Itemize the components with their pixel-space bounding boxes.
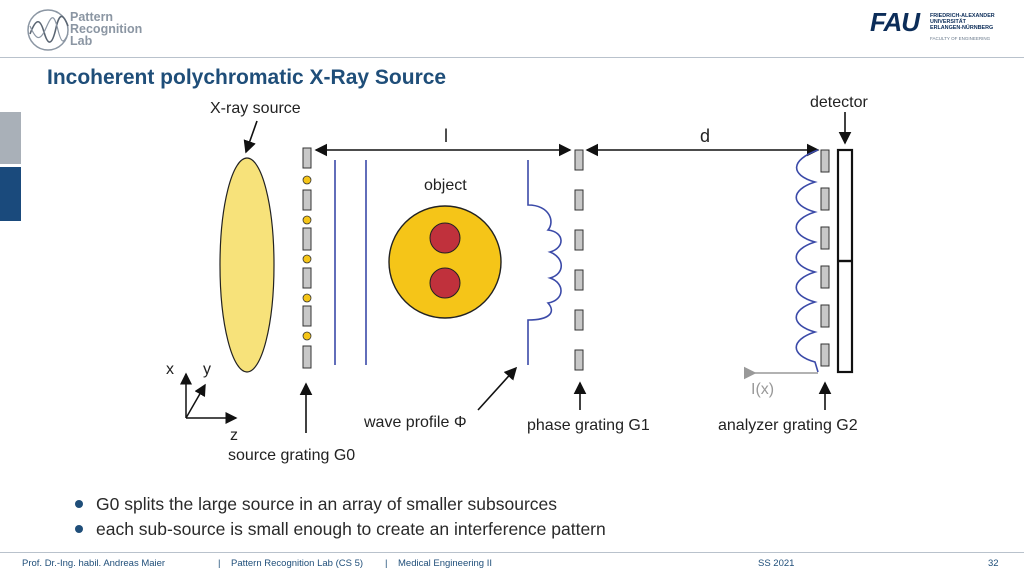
label-wave-profile: wave profile Φ [363, 414, 467, 431]
label-phase-grating: phase grating G1 [527, 417, 650, 434]
object-inclusion-bottom [429, 267, 461, 299]
label-intensity: I(x) [751, 381, 774, 398]
arrow-wave-profile [477, 366, 518, 411]
footer-semester: SS 2021 [758, 558, 795, 569]
interference-pattern-wave [795, 149, 819, 373]
lab-logo-line-1: Pattern [70, 10, 114, 24]
label-axis-x: x [166, 361, 174, 378]
label-axis-z: z [230, 427, 238, 444]
talbot-lau-interferometer-diagram: X-ray source source grating G0 object wa… [166, 94, 868, 464]
fau-mark: FAU [870, 7, 920, 37]
header-divider [0, 57, 1024, 58]
bullet-dot-icon [75, 500, 83, 508]
fau-line-2: UNIVERSITÄT [930, 19, 966, 25]
fau-line-3: ERLANGEN-NÜRNBERG [930, 25, 994, 31]
label-analyzer-grating: analyzer grating G2 [718, 417, 858, 434]
label-axis-y: y [203, 361, 211, 378]
fau-logo: FAU FRIEDRICH-ALEXANDER UNIVERSITÄT ERLA… [870, 7, 995, 41]
header: Pattern Recognition Lab FAU FRIEDRICH-AL… [0, 0, 1024, 56]
bullet-text: G0 splits the large source in an array o… [96, 494, 558, 514]
phase-grating-g1 [574, 149, 584, 371]
bullet-list: G0 splits the large source in an array o… [72, 492, 606, 542]
bullet-item: G0 splits the large source in an array o… [72, 492, 606, 517]
label-d: d [700, 126, 710, 146]
lab-logo-text: Pattern Recognition Lab [70, 10, 143, 48]
label-l: l [444, 126, 448, 146]
fau-line-1: FRIEDRICH-ALEXANDER [930, 13, 995, 19]
source-grating-g0 [302, 147, 312, 369]
footer-separator: | [385, 558, 388, 569]
arrow-xray-source [243, 120, 258, 154]
label-object: object [424, 177, 467, 194]
footer-divider [0, 552, 1024, 553]
footer-separator: | [218, 558, 221, 569]
label-xray-source: X-ray source [210, 100, 301, 117]
footer-course: Medical Engineering II [398, 558, 492, 569]
footer-page-number: 32 [988, 558, 999, 569]
wave-profile-curve [527, 160, 563, 365]
label-source-grating: source grating G0 [228, 447, 355, 464]
bullet-item: each sub-source is small enough to creat… [72, 517, 606, 542]
xray-source-ellipse [219, 157, 275, 373]
pattern-recognition-lab-logo-icon [27, 9, 69, 51]
label-detector: detector [810, 94, 868, 111]
side-nav-marker-blue [0, 167, 21, 221]
object-inclusion-top [429, 222, 461, 254]
footer: Prof. Dr.-Ing. habil. Andreas Maier | Pa… [0, 552, 1024, 576]
footer-author: Prof. Dr.-Ing. habil. Andreas Maier [22, 558, 166, 569]
analyzer-grating-g2 [820, 149, 830, 367]
footer-lab: Pattern Recognition Lab (CS 5) [231, 558, 364, 569]
slide-title: Incoherent polychromatic X-Ray Source [47, 66, 447, 89]
bullet-text: each sub-source is small enough to creat… [96, 519, 606, 539]
lab-logo-line-2: Recognition [70, 22, 143, 36]
object-circle [388, 205, 502, 319]
fau-university-name: FRIEDRICH-ALEXANDER UNIVERSITÄT ERLANGEN… [930, 13, 1010, 31]
fau-faculty: FACULTY OF ENGINEERING [930, 36, 991, 41]
bullet-dot-icon [75, 525, 83, 533]
coordinate-axes-icon [180, 372, 238, 424]
lab-logo-line-3: Lab [70, 34, 93, 48]
side-nav-marker-gray [0, 112, 21, 164]
